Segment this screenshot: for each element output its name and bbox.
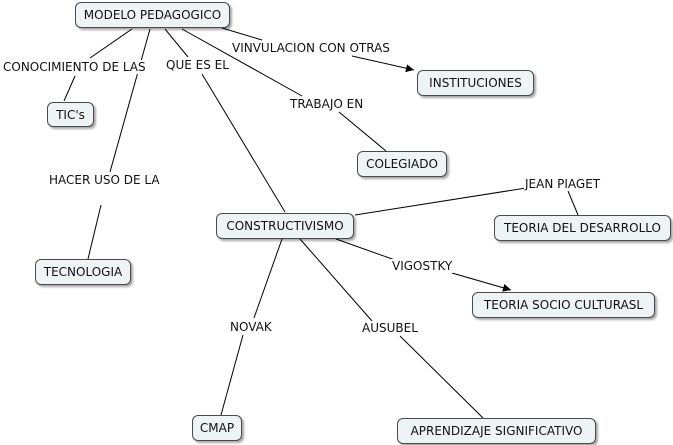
concept-label: CONSTRUCTIVISMO (226, 219, 344, 233)
connector-trabajo-colegiado (338, 111, 387, 152)
concept-node-modelo-pedagogico[interactable]: MODELO PEDAGOGICO (75, 2, 230, 28)
connector-modelo-conocimiento (89, 28, 133, 59)
link-label-novak: NOVAK (229, 320, 273, 334)
concept-node-colegiado[interactable]: COLEGIADO (357, 151, 447, 177)
concept-label: TIC's (56, 107, 85, 122)
connector-constructivismo-ausubel (299, 238, 373, 322)
link-label-conocimiento: CONOCIMIENTO DE LAS (2, 60, 147, 74)
connector-constructivismo-vigostky (335, 238, 396, 261)
concept-node-teoria-desarrollo[interactable]: TEORIA DEL DESARROLLO (494, 215, 671, 241)
concept-label: TEORIA DEL DESARROLLO (504, 221, 661, 235)
connector-modelo-que-es (164, 28, 189, 58)
connector-constructivismo-novak (253, 238, 283, 319)
link-label-vigostky: VIGOSTKY (391, 259, 454, 273)
concept-label: CMAP (199, 421, 235, 435)
connector-modelo-vinculacion (221, 27, 263, 41)
concept-node-tecnologia[interactable]: TECNOLOGIA (35, 259, 131, 285)
connector-vinculacion-instituciones (351, 55, 415, 73)
concept-node-teoria-socio-cultural[interactable]: TEORIA SOCIO CULTURASL (472, 292, 655, 318)
concept-node-instituciones[interactable]: INSTITUCIONES (417, 70, 534, 96)
concept-label: MODELO PEDAGOGICO (83, 8, 222, 22)
connector-que-es-constructivismo (201, 73, 286, 213)
link-label-trabajo: TRABAJO EN (289, 97, 365, 111)
concept-label: TEORIA SOCIO CULTURASL (483, 298, 644, 312)
connector-piaget-teoria-desarrollo (567, 190, 579, 216)
link-label-que-es: QUE ES EL (165, 58, 230, 72)
concept-node-tics[interactable]: TIC's (47, 102, 94, 127)
connector-constructivismo-piaget (354, 187, 527, 216)
concept-label: APRENDIZAJE SIGNIFICATIVO (410, 424, 583, 438)
link-label-hacer-uso: HACER USO DE LA (48, 173, 161, 187)
concept-node-constructivismo[interactable]: CONSTRUCTIVISMO (216, 213, 354, 239)
concept-node-cmap[interactable]: CMAP (192, 415, 242, 441)
connector-hacer-uso-tecnologia (87, 204, 102, 260)
connector-modelo-trabajo (181, 28, 303, 97)
concept-label: TECNOLOGIA (43, 265, 123, 279)
link-label-vinculacion: VINVULACION CON OTRAS (231, 41, 391, 55)
connector-modelo-hacer-uso (109, 28, 151, 173)
link-label-ausubel: AUSUBEL (361, 321, 419, 335)
connector-novak-cmap (220, 334, 244, 416)
connector-vigostky-teoria-socio (451, 272, 512, 292)
link-label-jean-piaget: JEAN PIAGET (524, 177, 602, 191)
concept-label: INSTITUCIONES (429, 76, 522, 90)
concept-label: COLEGIADO (366, 157, 438, 171)
connector-ausubel-aprendizaje (399, 335, 484, 419)
concept-node-aprendizaje-significativo[interactable]: APRENDIZAJE SIGNIFICATIVO (397, 418, 596, 444)
connector-conocimiento-tics (63, 75, 76, 102)
